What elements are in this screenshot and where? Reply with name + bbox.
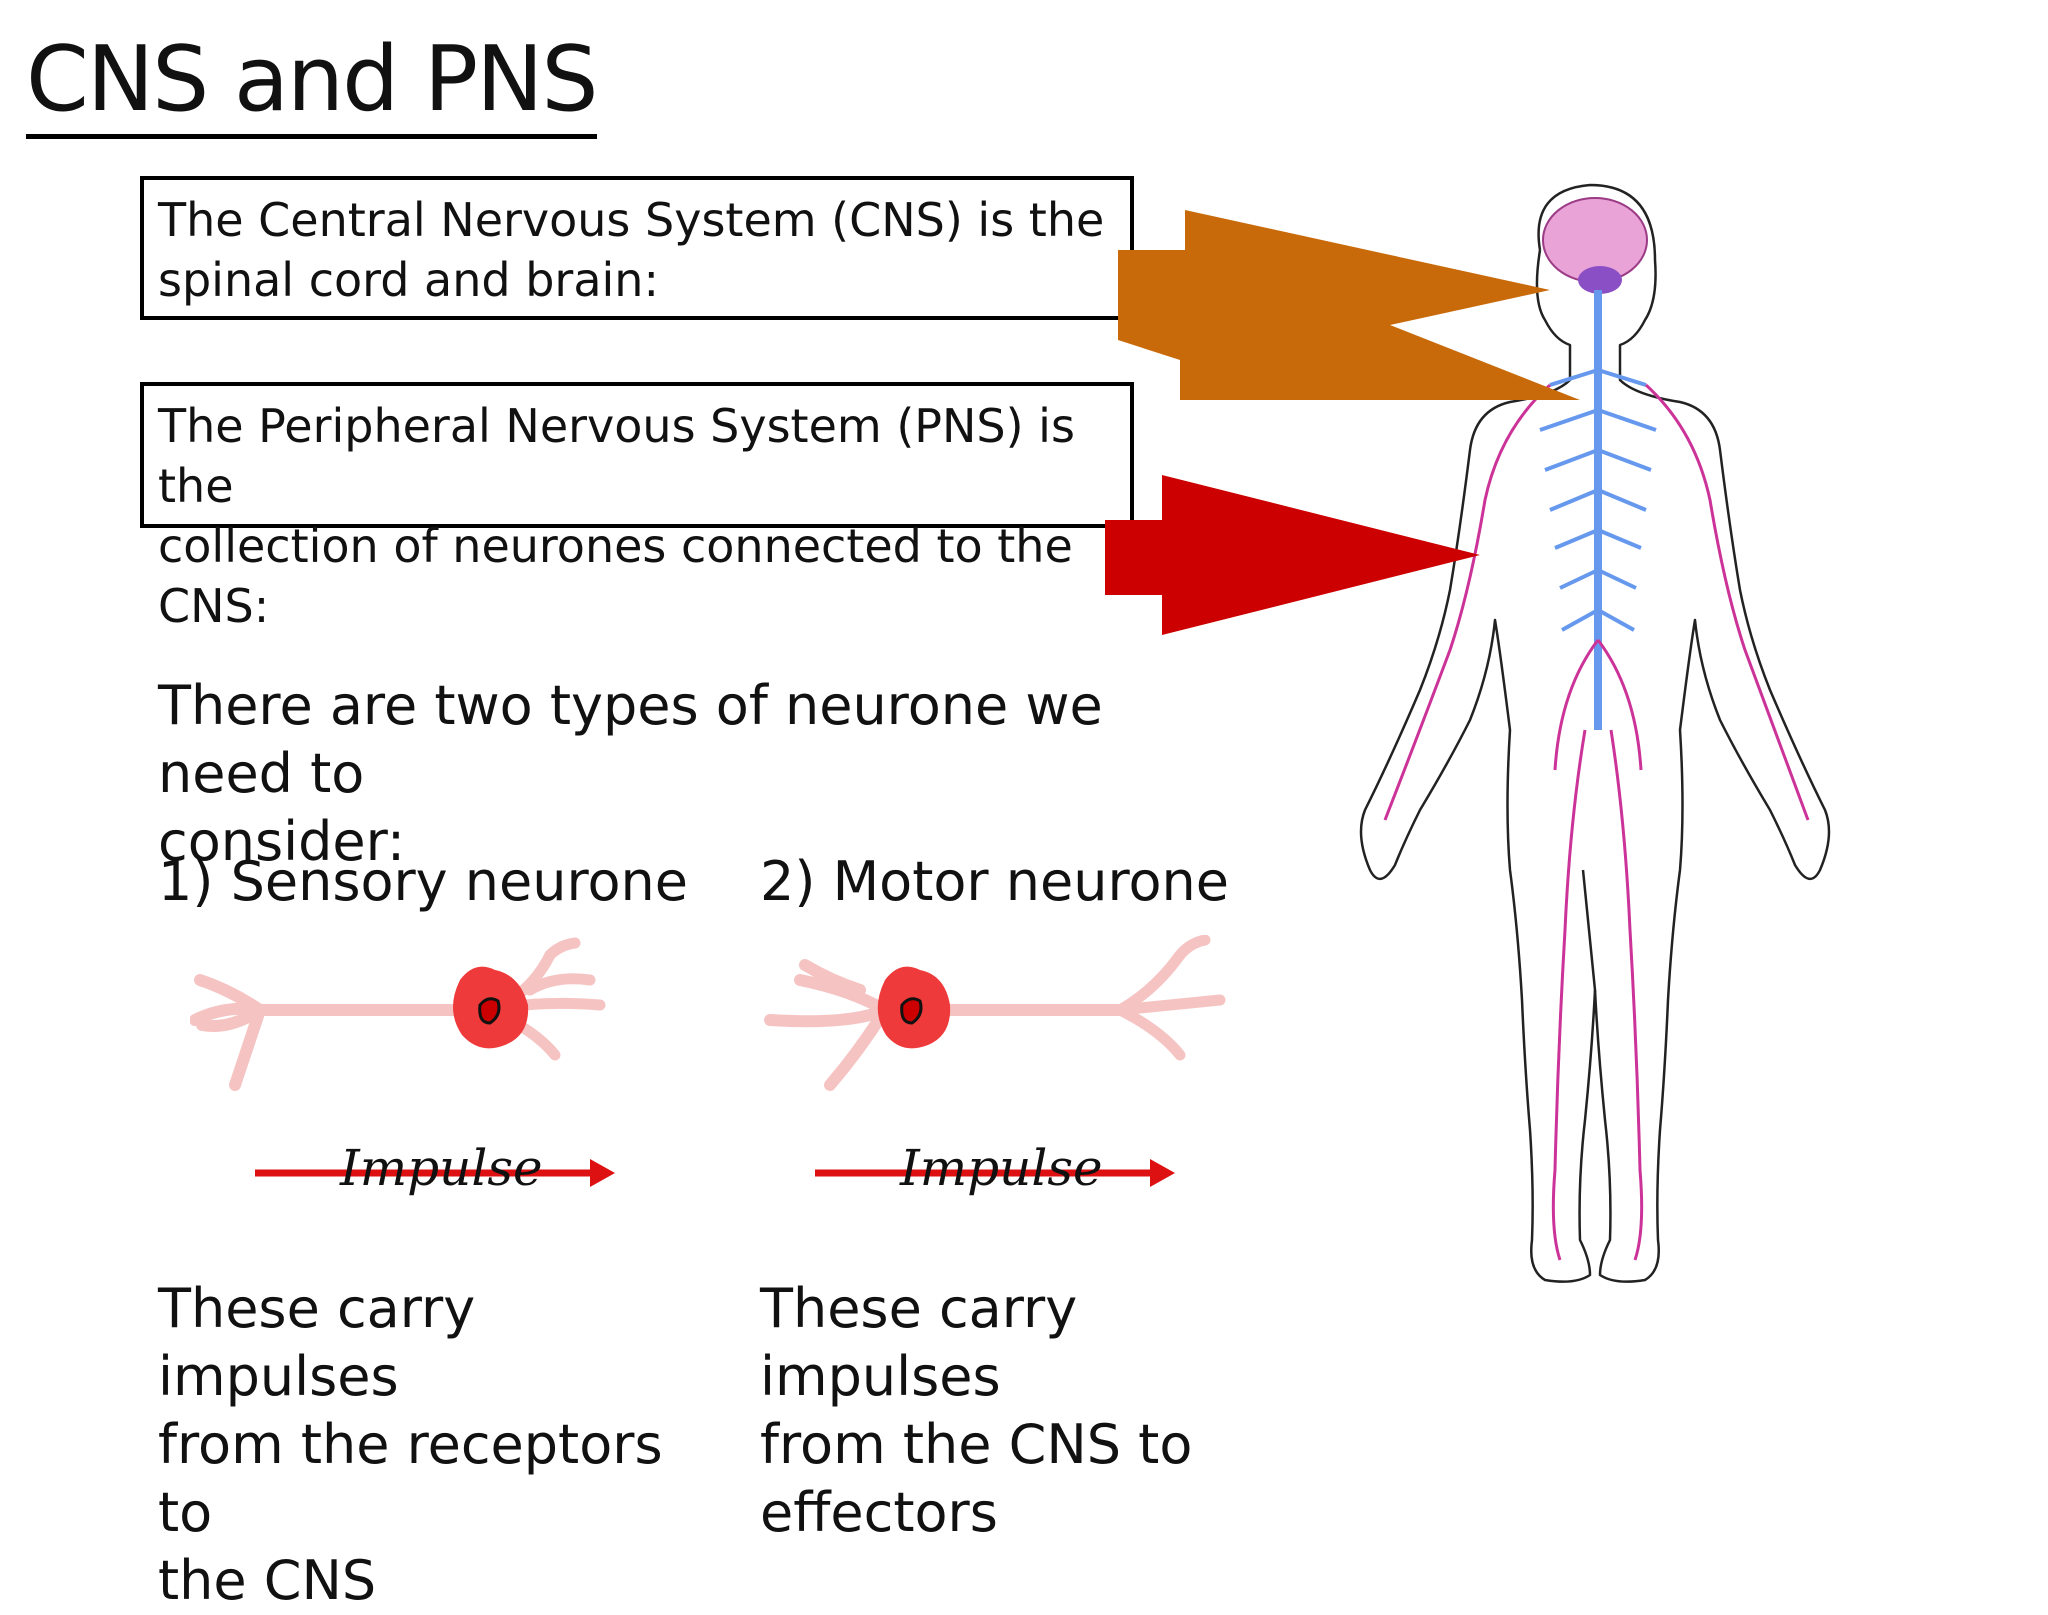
pointer-arrows (1105, 210, 1580, 635)
sensory-dendrites-left (190, 974, 266, 1091)
page-title: CNS and PNS (26, 30, 599, 139)
motor-desc-line-2: from the CNS to (760, 1413, 1193, 1476)
motor-impulse-arrowhead (1150, 1159, 1175, 1187)
motor-desc-line-1: These carry impulses (760, 1277, 1078, 1408)
spinal-nerve-branches (1539, 368, 1657, 632)
sensory-impulse-label: Impulse (339, 1139, 543, 1197)
cns-definition-box: The Central Nervous System (CNS) is the … (140, 176, 1134, 320)
sensory-desc-line-3: the CNS (158, 1549, 377, 1612)
cerebellum (1578, 266, 1622, 294)
intro-line-2: consider: (158, 810, 406, 873)
motor-dendrites-right (1114, 935, 1226, 1061)
pns-definition-line-1: The Peripheral Nervous System (PNS) is t… (158, 399, 1075, 513)
peripheral-nerves (1383, 383, 1810, 1261)
sensory-neurone-diagram: Impulse (190, 937, 615, 1197)
motor-neurone-diagram: Impulse (764, 935, 1226, 1197)
cns-definition-line-1: The Central Nervous System (CNS) is the (158, 193, 1105, 247)
pns-definition-box: The Peripheral Nervous System (PNS) is t… (140, 382, 1134, 633)
neurone-types-intro: There are two types of neurone we need t… (158, 672, 1158, 876)
sensory-neurone-title: 1) Sensory neurone (158, 850, 688, 913)
intro-line-1: There are two types of neurone we need t… (158, 674, 1103, 805)
pns-pointer-arrow (1105, 475, 1480, 635)
motor-neurone-description: These carry impulses from the CNS to eff… (760, 1275, 1280, 1547)
motor-neurone-title: 2) Motor neurone (760, 850, 1229, 913)
human-nervous-system-illustration (1359, 183, 1831, 1283)
body-outline (1359, 183, 1831, 1283)
cns-pointer-arrow (1118, 210, 1580, 400)
sensory-desc-line-2: from the receptors to (158, 1413, 663, 1544)
pns-definition-line-2: collection of neurones connected to the … (158, 519, 1073, 633)
motor-impulse-label: Impulse (899, 1139, 1103, 1197)
cns-definition-line-2: spinal cord and brain: (158, 253, 659, 307)
motor-nucleus (900, 997, 923, 1025)
sensory-impulse-arrowhead (590, 1159, 615, 1187)
sensory-desc-line-1: These carry impulses (158, 1277, 476, 1408)
sensory-nucleus (478, 997, 501, 1025)
motor-desc-line-3: effectors (760, 1481, 998, 1544)
